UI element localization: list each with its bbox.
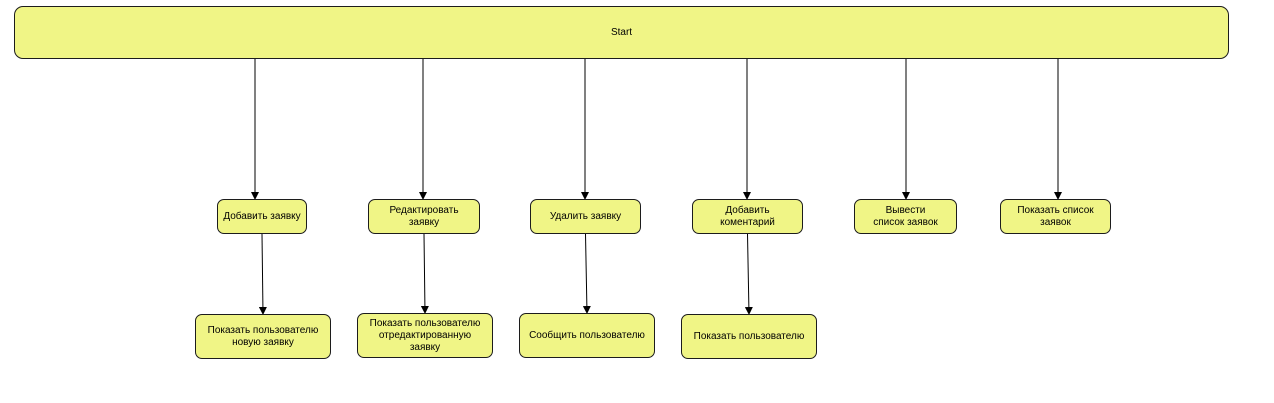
show-list-node: Показать список заявок: [1000, 199, 1111, 234]
edge-delete-to-delete-result: [582, 233, 591, 314]
add-comment-node: Добавить коментарий: [692, 199, 803, 234]
edit-request-node: Редактировать заявку: [368, 199, 480, 234]
delete-result-node: Сообщить пользователю: [519, 313, 655, 358]
add-request-node: Добавить заявку: [217, 199, 307, 234]
edge-comment-to-comment-result: [744, 233, 753, 315]
output-list-node: Вывести список заявок: [854, 199, 957, 234]
edit-result-node: Показать пользователю отредактированную …: [357, 313, 493, 358]
comment-result-node: Показать пользователю: [681, 314, 817, 359]
edge-add-to-add-result: [258, 233, 267, 315]
delete-request-node: Удалить заявку: [530, 199, 641, 234]
add-result-node: Показать пользователю новую заявку: [195, 314, 331, 359]
start-node: Start: [14, 6, 1229, 59]
edge-edit-to-edit-result: [420, 233, 429, 314]
